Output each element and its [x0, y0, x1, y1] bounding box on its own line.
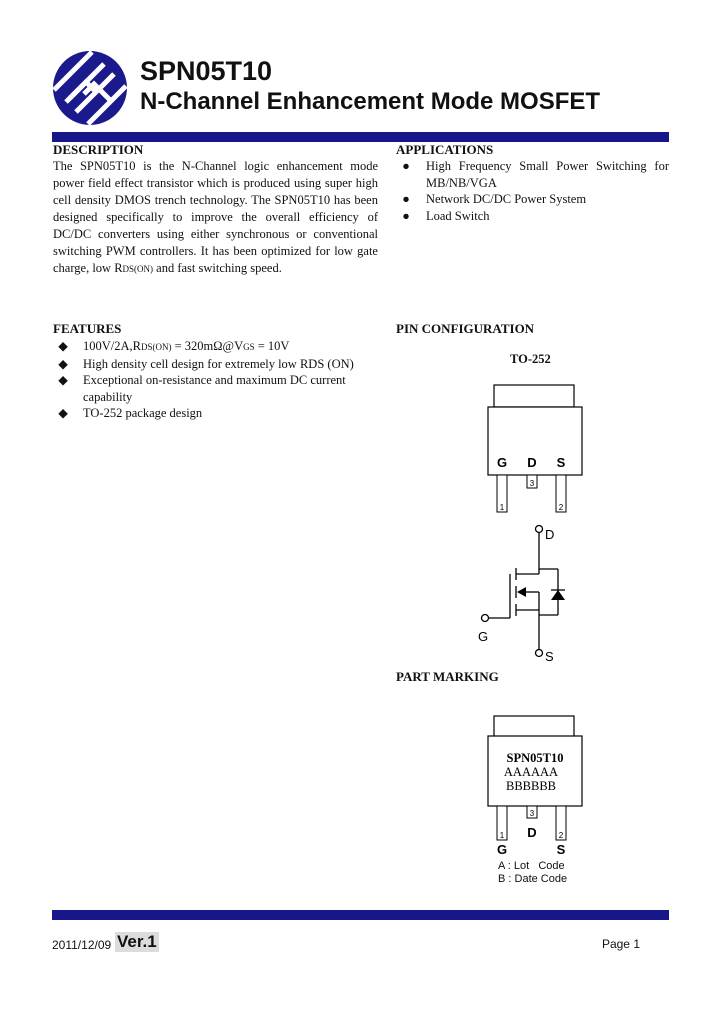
list-item: ●Network DC/DC Power System	[396, 191, 669, 208]
description-text: The SPN05T10 is the N-Channel logic enha…	[53, 158, 378, 278]
drain-label: D	[545, 527, 554, 542]
marking-pin-labels: G S	[497, 842, 566, 857]
header-rule	[52, 132, 669, 142]
bullet-dot-icon: ●	[402, 192, 410, 206]
package-label: TO-252	[510, 352, 551, 366]
to252-package-diagram: G D S 1 3 2	[487, 384, 583, 513]
bullet-diamond-icon: ◆	[58, 373, 68, 387]
product-title: SPN05T10	[140, 56, 273, 86]
description-text-end: and fast switching speed.	[153, 261, 282, 275]
rds-subscript: DS(ON)	[122, 264, 154, 274]
list-item: ●High Frequency Small Power Switching fo…	[396, 158, 669, 191]
page-number: Page 1	[601, 937, 640, 951]
pin-number-2: 2	[559, 503, 564, 512]
features-heading: FEATURES	[53, 321, 122, 336]
footer-rule	[52, 910, 669, 920]
bullet-dot-icon: ●	[402, 159, 410, 173]
list-item: ◆High density cell design for extremely …	[53, 356, 373, 373]
legend-lot-code: A : Lot Code	[498, 860, 565, 872]
pin-number-3: 3	[530, 479, 535, 488]
bullet-dot-icon: ●	[402, 208, 410, 223]
pin-config-heading: PIN CONFIGURATION	[396, 321, 535, 336]
list-item: ◆100V/2A,RDS(ON) = 320mΩ@VGS = 10V	[53, 338, 373, 356]
part-marking-diagram: SPN05T10 AAAAAA BBBBBB 1 3 2 D	[487, 715, 583, 841]
marking-pin-number-3: 3	[530, 809, 535, 818]
pin-number-1: 1	[500, 503, 505, 512]
applications-list: ●High Frequency Small Power Switching fo…	[396, 158, 669, 224]
bullet-diamond-icon: ◆	[58, 339, 68, 353]
marking-pin-label-drain: D	[527, 825, 536, 840]
features-list: ◆100V/2A,RDS(ON) = 320mΩ@VGS = 10V ◆High…	[53, 338, 373, 422]
pin-label-gate: G	[497, 455, 507, 470]
list-item: ◆Exceptional on-resistance and maximum D…	[53, 372, 373, 405]
marking-line-2: AAAAAA	[504, 765, 558, 779]
description-heading: DESCRIPTION	[53, 142, 144, 157]
version-label: Ver.1	[115, 932, 159, 952]
gate-label: G	[478, 629, 488, 644]
marking-pin-label-source: S	[557, 842, 566, 857]
description-text-main: The SPN05T10 is the N-Channel logic enha…	[53, 159, 378, 275]
applications-heading: APPLICATIONS	[396, 142, 494, 157]
legend-date-code: B : Date Code	[498, 873, 568, 885]
marking-line-3: BBBBBB	[506, 779, 556, 793]
marking-pin-label-gate: G	[497, 842, 507, 857]
pin-label-drain: D	[527, 455, 536, 470]
marking-pin-number-2: 2	[559, 831, 564, 840]
list-item: ●Load Switch	[396, 208, 669, 225]
revision-date: 2011/12/09	[52, 938, 112, 952]
source-label: S	[545, 649, 554, 664]
marking-pin-number-1: 1	[500, 831, 505, 840]
bullet-diamond-icon: ◆	[58, 356, 68, 371]
part-marking-heading: PART MARKING	[396, 669, 499, 684]
pin-label-source: S	[557, 455, 566, 470]
mosfet-symbol: D G S	[478, 524, 565, 664]
company-logo	[53, 51, 127, 125]
list-item: ◆TO-252 package design	[53, 405, 373, 422]
product-subtitle: N-Channel Enhancement Mode MOSFET	[140, 88, 601, 115]
bullet-diamond-icon: ◆	[58, 406, 68, 420]
marking-line-1: SPN05T10	[507, 751, 564, 765]
